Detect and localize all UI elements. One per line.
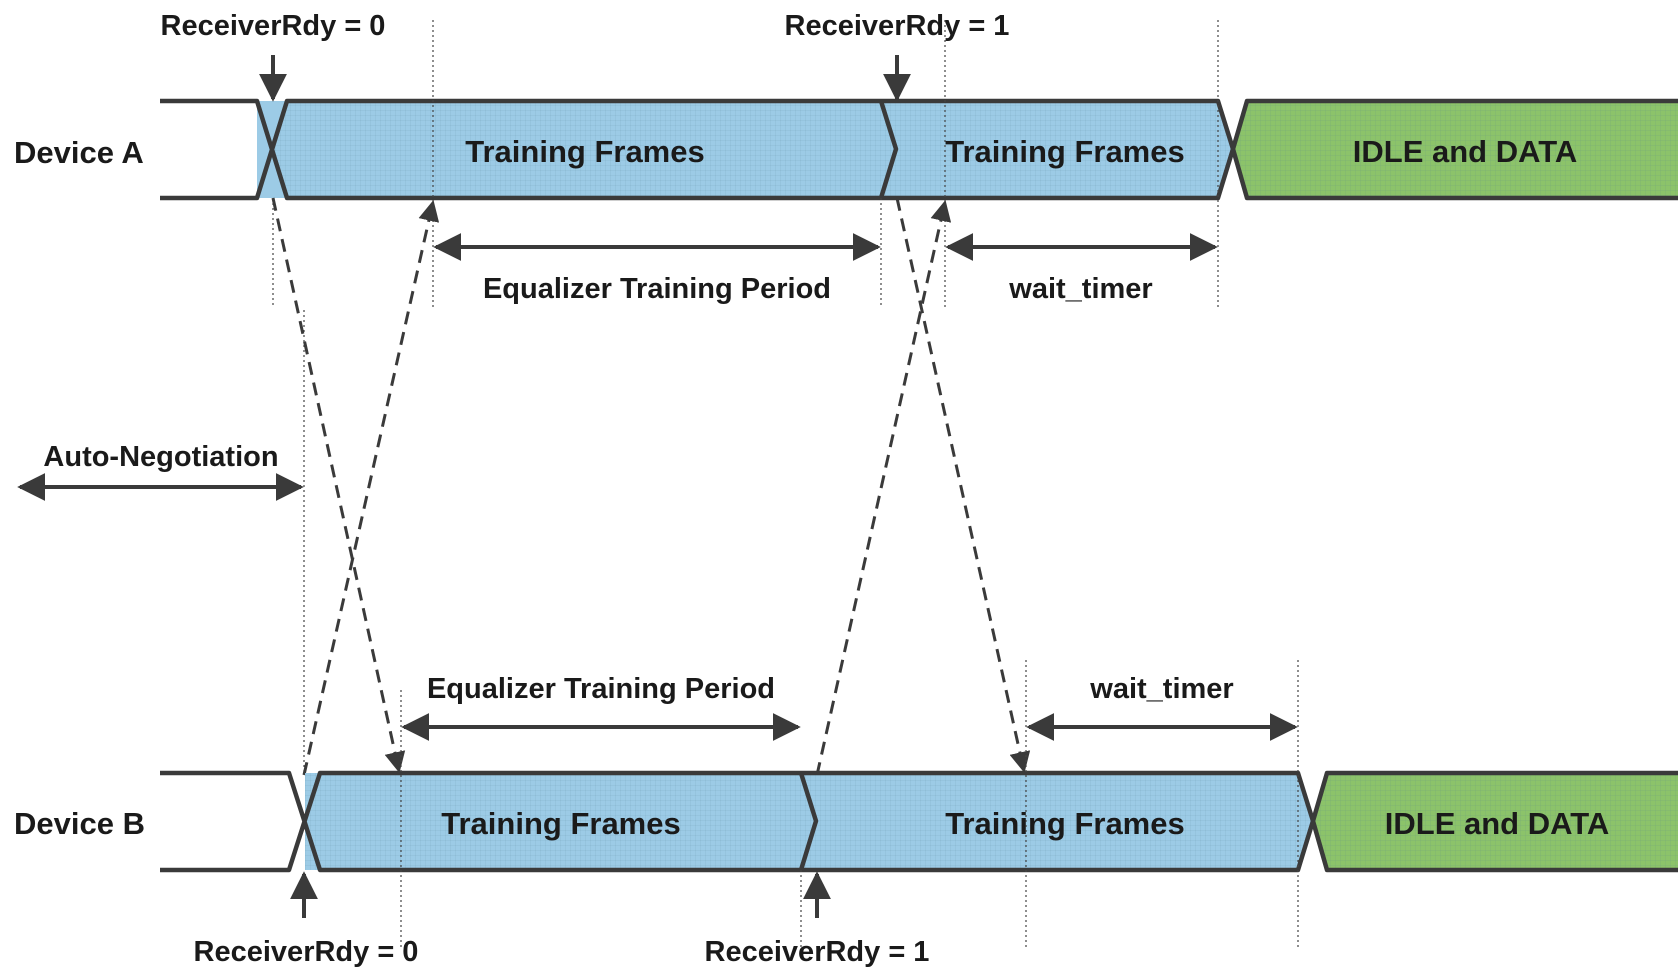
device-b-guides: [400, 660, 1299, 950]
auto-negotiation: Auto-Negotiation: [17, 310, 305, 775]
device-a-training-frames-2-label: Training Frames: [945, 134, 1184, 169]
propagation-a-to-b-2: [895, 197, 1031, 774]
device-a-training-frames-2-grid: [881, 101, 1233, 198]
device-b-idle-data-label: IDLE and DATA: [1385, 806, 1609, 841]
device-a-guides: [272, 20, 1219, 308]
auto-negotiation-label: Auto-Negotiation: [43, 441, 278, 473]
device-a-training-frames-1-label: Training Frames: [465, 134, 704, 169]
device-a-timeline: Device A Training Frames Training Frames…: [14, 10, 1678, 308]
device-b-rdy1-label: ReceiverRdy = 1: [705, 936, 930, 968]
device-a-signal-outline: [160, 98, 1678, 201]
device-b-training-frames-1-label: Training Frames: [441, 806, 680, 841]
device-a-wait-timer-label: wait_timer: [1008, 273, 1152, 305]
device-b-label: Device B: [14, 806, 145, 841]
device-a-rdy0-label: ReceiverRdy = 0: [161, 10, 386, 42]
device-b-rdy0-label: ReceiverRdy = 0: [194, 936, 419, 968]
propagation-b-to-a-2: [815, 199, 952, 776]
device-b-signal-outline: [160, 770, 1678, 873]
propagation-b-to-a-1: [302, 199, 440, 776]
device-a-eq-period-label: Equalizer Training Period: [483, 273, 831, 305]
device-b-wait-timer-label: wait_timer: [1089, 673, 1233, 705]
device-b-training-frames-1-grid: [305, 773, 816, 870]
device-b-training-frames-2-label: Training Frames: [945, 806, 1184, 841]
device-a-idle-data-grid: [1233, 101, 1678, 198]
device-a-rdy1-label: ReceiverRdy = 1: [785, 10, 1010, 42]
device-a-training-frames-1-grid: [272, 101, 896, 198]
propagation-lines: [271, 197, 1031, 776]
propagation-a-to-b-1: [271, 197, 406, 774]
device-a-label: Device A: [14, 135, 144, 170]
device-a-idle-data-label: IDLE and DATA: [1353, 134, 1577, 169]
device-b-idle-data-grid: [1313, 773, 1678, 870]
device-b-eq-period-label: Equalizer Training Period: [427, 673, 775, 705]
device-b-training-frames-2-grid: [801, 773, 1313, 870]
device-b-timeline: Device B Training Frames Training Frames…: [14, 660, 1678, 968]
